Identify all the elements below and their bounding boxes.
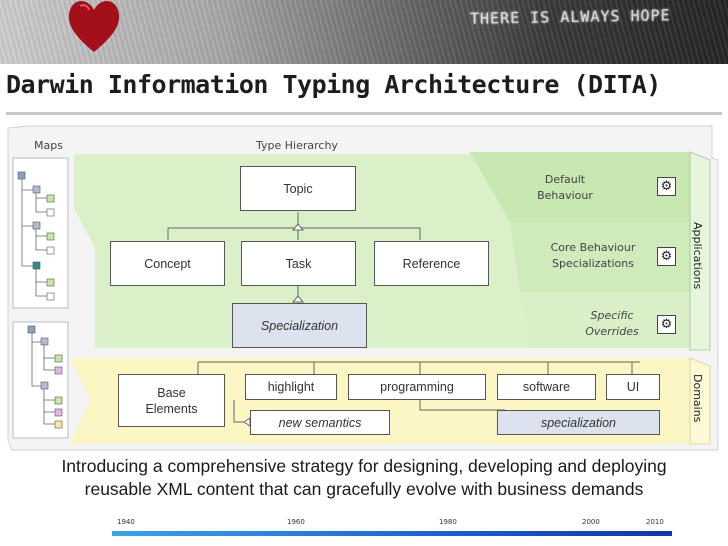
gear-icon: ⚙ [657, 177, 676, 196]
software-domain-box: software [497, 374, 596, 400]
default-behaviour-band [470, 152, 690, 222]
specific-overrides-line1: Specific [590, 309, 634, 322]
timeline-year: 1960 [287, 518, 305, 526]
type-hierarchy-label: Type Hierarchy [256, 139, 338, 152]
core-behaviour-label: Core Behaviour Specializations [538, 240, 648, 272]
timeline-bar [112, 531, 672, 536]
concept-box: Concept [110, 241, 225, 286]
map-tree-2 [12, 321, 69, 439]
highlight-domain-box: highlight [245, 374, 337, 400]
timeline-year: 2010 [646, 518, 664, 526]
caption-line-1: Introducing a comprehensive strategy for… [61, 456, 667, 476]
specific-overrides-band [520, 292, 690, 348]
specific-overrides-label: Specific Overrides [572, 308, 652, 340]
task-box: Task [241, 241, 356, 286]
timeline-year: 1940 [117, 518, 135, 526]
timeline-year: 2000 [582, 518, 600, 526]
gear-icon: ⚙ [657, 315, 676, 334]
applications-tab [689, 151, 711, 351]
domains-label: Domains [691, 374, 704, 423]
reference-box: Reference [374, 241, 489, 286]
page-title: Darwin Information Typing Architecture (… [6, 70, 661, 99]
map-tree-nodes [17, 171, 63, 429]
domain-specialization-box: specialization [497, 410, 660, 435]
domains-tab [689, 357, 711, 445]
header-banner: THERE IS ALWAYS HOPE [0, 0, 728, 64]
default-behaviour-label: Default Behaviour [520, 172, 610, 204]
base-elements-box: Base Elements [118, 374, 225, 427]
caption-line-2: reusable XML content that can gracefully… [84, 479, 644, 499]
specialization-box: Specialization [232, 303, 367, 348]
applications-label: Applications [691, 222, 704, 290]
new-semantics-box: new semantics [250, 410, 390, 435]
programming-domain-box: programming [348, 374, 486, 400]
map-tree-1 [12, 157, 69, 309]
base-elements-line2: Elements [145, 401, 198, 416]
base-elements-line1: Base [157, 385, 186, 400]
core-behaviour-line2: Specializations [551, 257, 634, 270]
maps-label: Maps [34, 139, 63, 152]
timeline-year: 1980 [439, 518, 457, 526]
default-behaviour-line1: Default [544, 173, 586, 186]
title-bar [0, 64, 728, 114]
core-behaviour-band [510, 222, 690, 292]
ui-domain-box: UI [606, 374, 660, 400]
topic-box: Topic [240, 166, 356, 211]
default-behaviour-line2: Behaviour [537, 189, 593, 202]
core-behaviour-line1: Core Behaviour [550, 241, 636, 254]
specific-overrides-line2: Overrides [585, 325, 639, 338]
map-tree-lines [21, 176, 58, 425]
heart-icon [68, 1, 120, 52]
gear-icon: ⚙ [657, 247, 676, 266]
wall-texture [0, 0, 728, 64]
title-divider [6, 112, 722, 115]
